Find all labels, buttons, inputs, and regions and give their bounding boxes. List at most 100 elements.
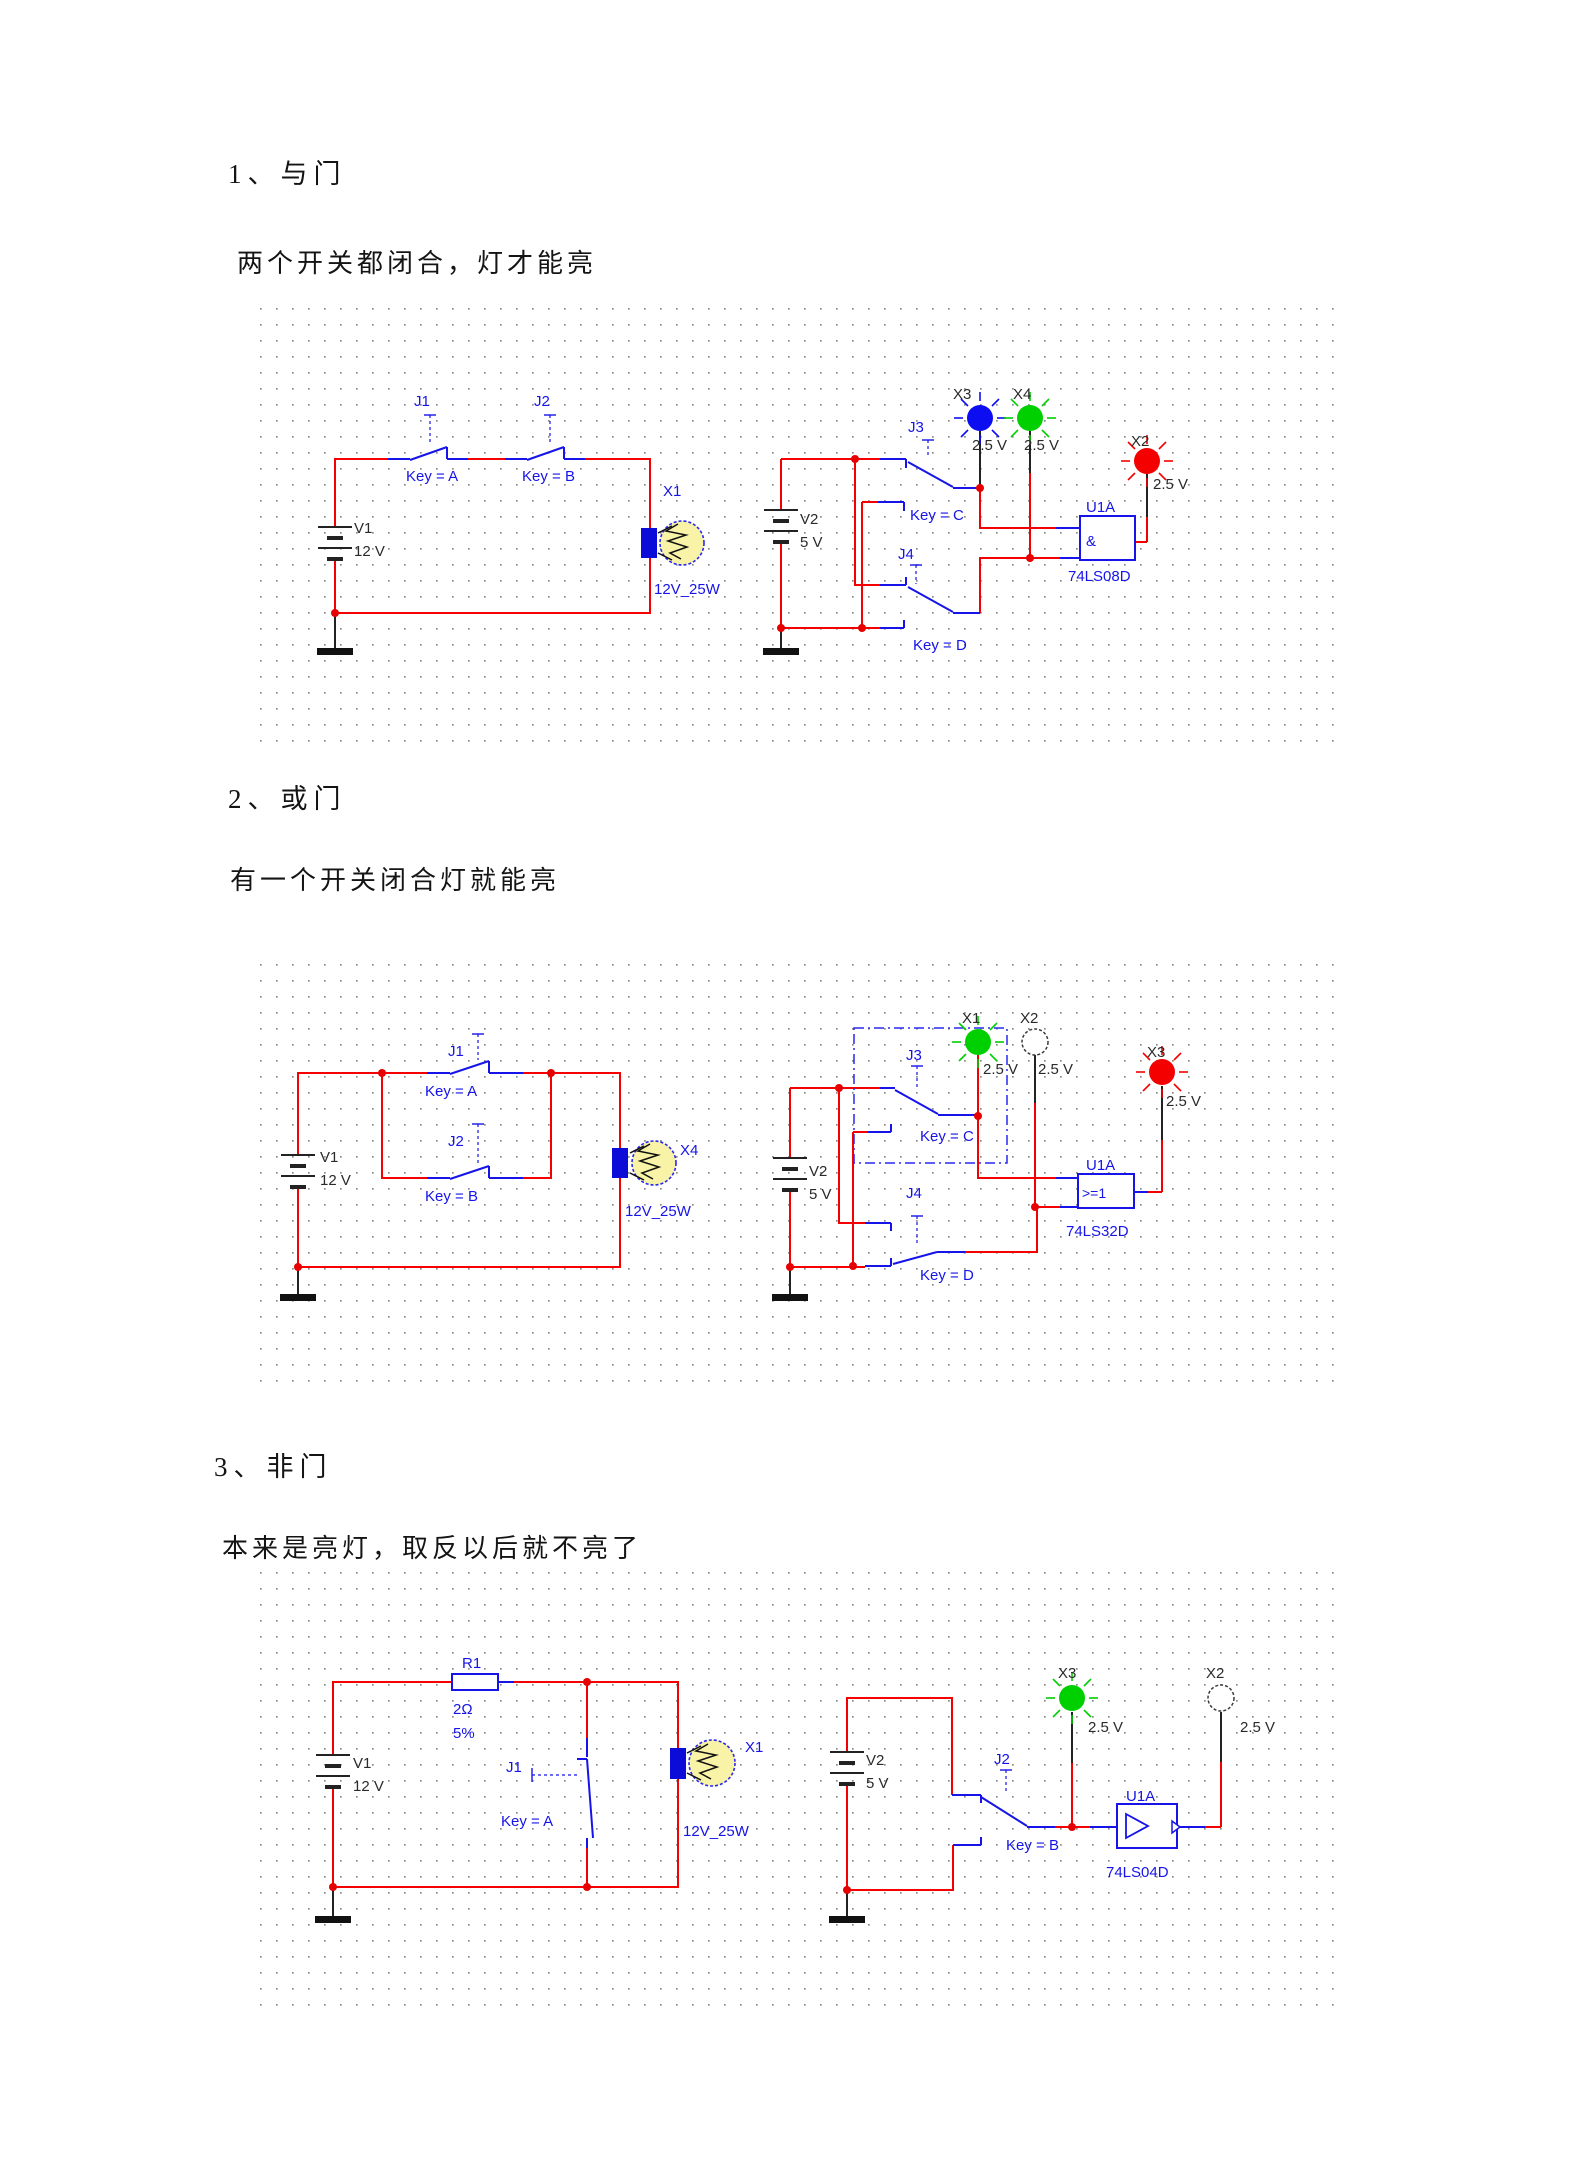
lamp-x1: X1 12V_25W <box>641 483 721 598</box>
battery-ref: V1 <box>353 1755 371 1772</box>
battery-v1: V1 12 V <box>318 520 385 561</box>
switch-key: Key = B <box>522 468 575 485</box>
switch-key: Key = C <box>910 507 964 524</box>
circuit-and-gate: V1 12 V J1 Key = A J2 Key = B <box>247 305 1340 742</box>
battery-ref: V2 <box>809 1163 827 1180</box>
probe-voltage: 2.5 V <box>972 437 1007 454</box>
lamp-x1: X1 12V_25W <box>670 1739 763 1840</box>
gate-part: 74LS08D <box>1068 568 1131 585</box>
gate-ref: U1A <box>1086 1157 1115 1174</box>
probe-voltage: 2.5 V <box>1038 1061 1073 1078</box>
section3-heading: 3、非门 <box>214 1452 333 1482</box>
switch-key: Key = A <box>425 1083 477 1100</box>
switch-key: Key = D <box>920 1267 974 1284</box>
battery-v1: V1 12 V <box>281 1149 351 1189</box>
junction-dots <box>294 1069 1039 1271</box>
switch-j1: J1 Key = A <box>501 1738 594 1848</box>
probe-voltage: 2.5 V <box>1024 437 1059 454</box>
not-triangle-icon <box>1125 1812 1150 1840</box>
switch-ref: J3 <box>908 419 924 436</box>
switch-ref: J1 <box>506 1759 522 1776</box>
lamp-ref: X1 <box>663 483 681 500</box>
probe-ref: X2 <box>1206 1665 1224 1682</box>
battery-ref: V1 <box>320 1149 338 1166</box>
battery-v1: V1 12 V <box>316 1754 384 1795</box>
ground-symbol <box>772 1267 808 1301</box>
switch-j2: J2 Key = B <box>952 1751 1059 1854</box>
battery-value: 5 V <box>866 1775 889 1792</box>
probe-ref: X3 <box>1058 1665 1076 1682</box>
switch-j3: J3 Key = C <box>868 1047 978 1145</box>
switch-ref: J4 <box>906 1185 922 1202</box>
section2-heading: 2、或门 <box>228 784 347 814</box>
section1-heading: 1、与门 <box>228 159 347 189</box>
switch-ref: J2 <box>994 1751 1010 1768</box>
gate-symbol: & <box>1086 533 1096 550</box>
battery-v2: V2 5 V <box>830 1751 889 1792</box>
and-gate-u1a: & U1A 74LS08D <box>1056 499 1136 585</box>
resistor-ref: R1 <box>462 1655 481 1672</box>
battery-value: 12 V <box>354 543 385 560</box>
junction-dots <box>329 1678 1076 1894</box>
resistor-value: 2Ω <box>453 1701 473 1718</box>
battery-ref: V2 <box>866 1752 884 1769</box>
switch-key: Key = D <box>913 637 967 654</box>
probe-ref: X1 <box>962 1010 980 1027</box>
probe-ref: X3 <box>1147 1044 1165 1061</box>
probe-x2-unlit: X2 2.5 V <box>1206 1665 1275 1736</box>
lamp-value: 12V_25W <box>625 1203 692 1220</box>
probe-voltage: 2.5 V <box>983 1061 1018 1078</box>
section2-description: 有一个开关闭合灯就能亮 <box>230 866 561 895</box>
switch-ref: J1 <box>448 1043 464 1060</box>
not-gate-u1a: U1A 74LS04D <box>1090 1788 1205 1881</box>
section3-description: 本来是亮灯，取反以后就不亮了 <box>222 1534 643 1563</box>
switch-j2: J2 Key = B <box>505 393 585 485</box>
battery-value: 12 V <box>353 1778 384 1795</box>
gate-part: 74LS32D <box>1066 1223 1129 1240</box>
probe-ref: X4 <box>1013 386 1031 403</box>
or-gate-u1a: >=1 U1A 74LS32D <box>1056 1157 1148 1240</box>
gate-part: 74LS04D <box>1106 1864 1169 1881</box>
switch-key: Key = B <box>1006 1837 1059 1854</box>
switch-key: Key = A <box>406 468 458 485</box>
switch-ref: J1 <box>414 393 430 410</box>
lamp-x4: X4 12V_25W <box>612 1140 698 1220</box>
probe-x3: X3 2.5 V <box>1136 1044 1201 1110</box>
probe-x2: X2 2.5 V <box>1121 433 1188 493</box>
battery-ref: V2 <box>800 511 818 528</box>
inverter-bubble-icon <box>1171 1819 1182 1835</box>
grid-background <box>247 305 1340 742</box>
grid-background <box>247 1562 1340 2020</box>
battery-value: 5 V <box>800 534 823 551</box>
battery-value: 5 V <box>809 1186 832 1203</box>
probe-x1: X1 2.5 V <box>952 1010 1018 1078</box>
probe-voltage: 2.5 V <box>1088 1719 1123 1736</box>
lamp-value: 12V_25W <box>683 1823 750 1840</box>
gate-symbol: >=1 <box>1082 1185 1106 1201</box>
probe-voltage: 2.5 V <box>1240 1719 1275 1736</box>
switch-j1: J1 Key = A <box>425 1033 523 1100</box>
battery-value: 12 V <box>320 1172 351 1189</box>
ground-symbol <box>280 1267 316 1301</box>
junction-dots <box>331 455 1034 632</box>
wire-red-left-loop <box>332 1681 679 1888</box>
switch-key: Key = B <box>425 1188 478 1205</box>
ground-symbol <box>829 1890 865 1923</box>
gate-ref: U1A <box>1086 499 1115 516</box>
switch-j1: J1 Key = A <box>388 393 468 485</box>
switch-j2: J2 Key = B <box>425 1123 523 1205</box>
probe-ref: X2 <box>1020 1010 1038 1027</box>
circuit-not-gate: V1 12 V R1 2Ω 5% J1 Key = A X1 <box>247 1562 1340 2020</box>
probe-x4: X4 2.5 V <box>1004 386 1059 454</box>
battery-v2: V2 5 V <box>764 509 823 551</box>
switch-key: Key = A <box>501 1813 553 1830</box>
battery-v2: V2 5 V <box>773 1157 832 1203</box>
switch-ref: J3 <box>906 1047 922 1064</box>
wire-red-left-loop <box>297 1072 621 1268</box>
battery-ref: V1 <box>354 520 372 537</box>
switch-ref: J4 <box>898 546 914 563</box>
resistor-tolerance: 5% <box>453 1725 475 1742</box>
probe-voltage: 2.5 V <box>1153 476 1188 493</box>
switch-ref: J2 <box>448 1133 464 1150</box>
lamp-value: 12V_25W <box>654 581 721 598</box>
